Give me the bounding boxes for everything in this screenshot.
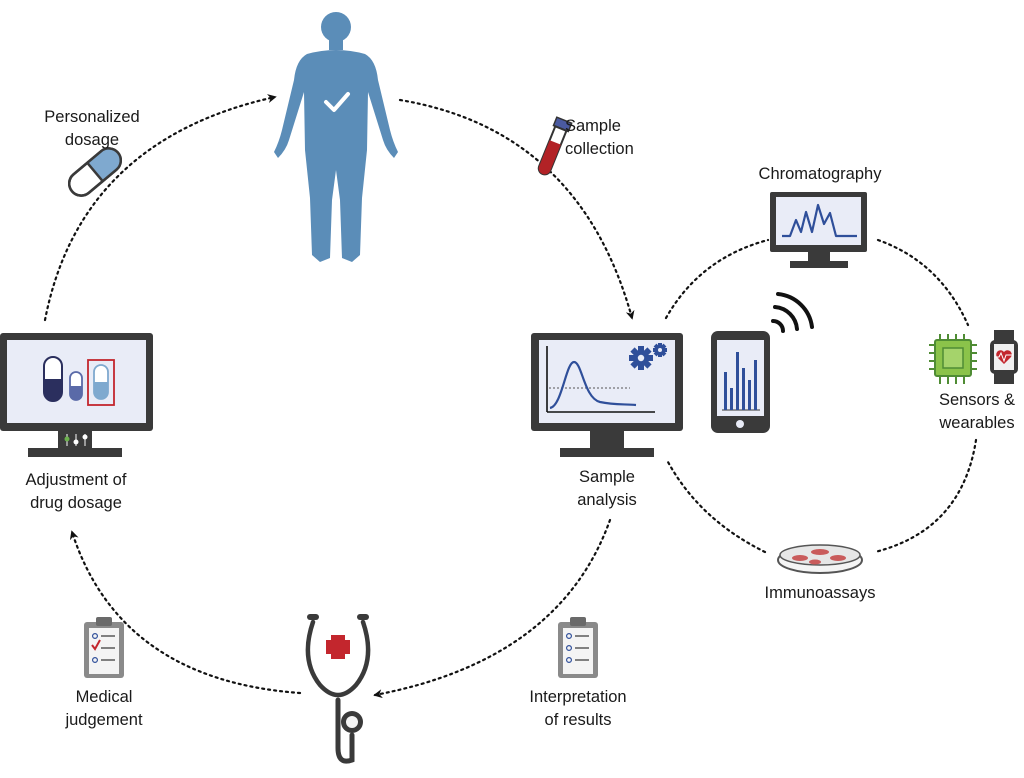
sample-analysis-label: Sample analysis (555, 466, 659, 512)
arc-analysis-to-stethoscope (373, 518, 612, 699)
arc-stethoscope-to-adjustment (69, 530, 302, 695)
pill-medium (93, 364, 109, 400)
adjustment-label: Adjustment of drug dosage (6, 469, 146, 515)
label-line: Sample (565, 117, 621, 135)
personalized-dosage-label: Personalized dosage (30, 106, 154, 152)
sensor-chip-icon (929, 334, 977, 384)
label-line: wearables (939, 414, 1015, 432)
stethoscope-icon (305, 614, 371, 764)
immunoassays-label: Immunoassays (750, 582, 890, 605)
label-line: Sample (579, 468, 635, 486)
sample-collection-label: Sample collection (565, 115, 657, 161)
capsule-icon (67, 147, 123, 197)
methods-cycle (664, 238, 978, 554)
label-line: Immunoassays (764, 584, 876, 602)
clipboard-icon (84, 617, 124, 678)
smartwatch-icon (990, 330, 1018, 384)
label-line: analysis (577, 491, 637, 509)
label-line: Medical (75, 688, 133, 706)
pill-large (43, 356, 63, 402)
label-line: collection (565, 140, 634, 158)
petri-dish-icon (777, 544, 863, 574)
interpretation-label: Interpretation of results (510, 686, 646, 732)
arc-immunoassays-to-analysis (666, 460, 767, 554)
label-line: Interpretation (529, 688, 627, 706)
arc-chromatography-to-sensors (876, 238, 970, 327)
label-line: Sensors & (938, 391, 1016, 409)
label-line: judgement (65, 711, 143, 729)
analysis-monitor-icon (531, 333, 683, 457)
gear-icon (629, 343, 667, 370)
human-body-icon (274, 12, 398, 262)
selected-pill-box (87, 359, 115, 406)
label-line: dosage (64, 131, 120, 149)
pill-small (69, 371, 83, 401)
clipboard-icon (558, 617, 598, 678)
sensors-wearables-label: Sensors & wearables (930, 389, 1024, 435)
chromatography-monitor-icon (770, 192, 867, 268)
arc-body-to-analysis (398, 98, 635, 320)
label-line: Chromatography (758, 165, 882, 183)
arc-adjustment-to-body (43, 94, 277, 322)
medical-judgement-label: Medical judgement (46, 686, 162, 732)
arc-analysis-to-chromatography (664, 238, 770, 320)
main-cycle (43, 94, 635, 699)
label-line: Personalized (44, 108, 140, 126)
arc-sensors-to-immunoassays (873, 438, 978, 554)
label-line: drug dosage (30, 494, 122, 512)
label-line: of results (544, 711, 612, 729)
smartphone-chart-icon (711, 331, 770, 433)
chromatography-label: Chromatography (740, 163, 900, 186)
slider-controls (64, 434, 88, 446)
dosage-monitor-icon (0, 333, 153, 457)
blood-tube-icon (537, 116, 573, 176)
label-line: Adjustment of (25, 471, 127, 489)
wireless-signal-icon (771, 292, 814, 333)
